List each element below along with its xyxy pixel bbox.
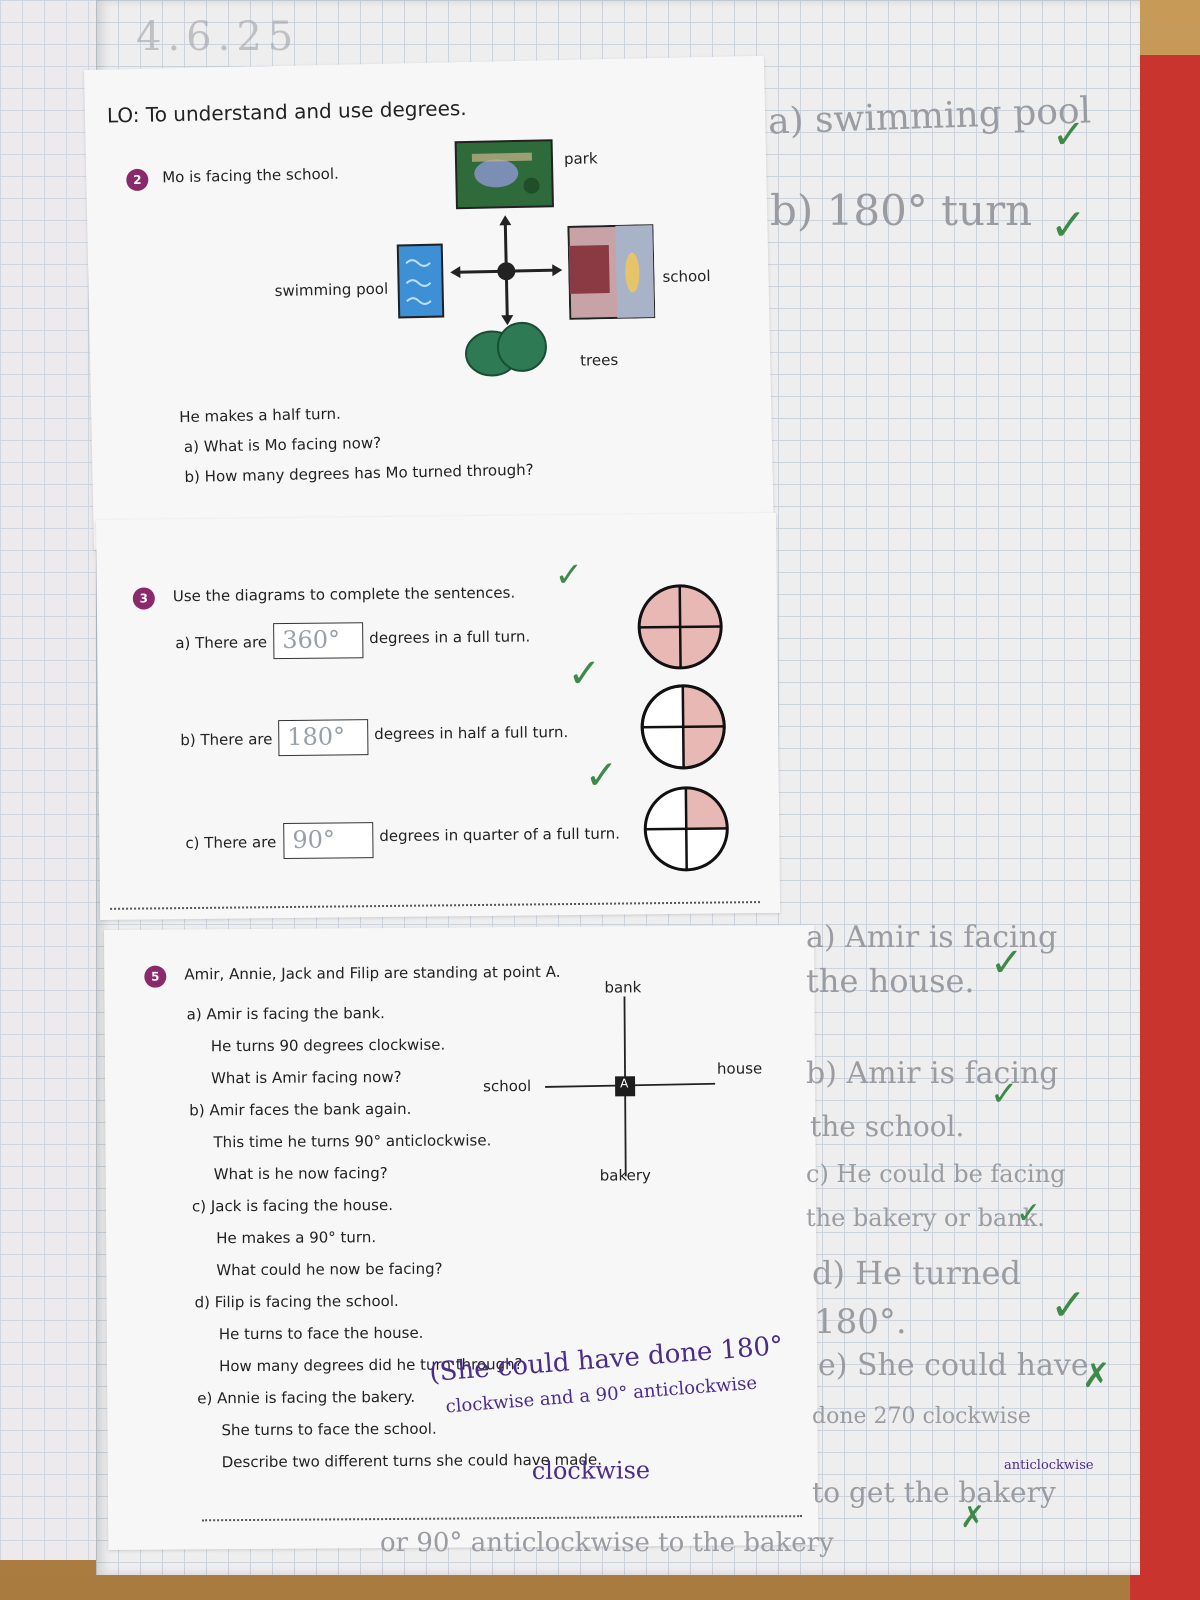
label-park: park [563,149,598,168]
circle-quarter-turn [643,786,729,872]
q5-line: He turns 90 degrees clockwise. [210,1035,446,1056]
q5-line: c) Jack is facing the house. [191,1195,394,1216]
park-icon [454,139,554,210]
circle-full-turn [637,584,723,670]
answer-q5d-line2: 180°. [814,1302,907,1342]
tick-q3-b: ✓ [584,752,619,799]
tick-q5a: ✓ [990,940,1024,986]
q2-part-b: b) How many degrees has Mo turned throug… [184,460,534,486]
q5-compass-diagram [545,996,716,1177]
q5-line: He turns to face the house. [218,1323,424,1344]
q5-line: What is Amir facing now? [210,1067,402,1088]
answer-q5b-line1: b) Amir is facing [806,1056,1059,1091]
answer-q5b-line2: the school. [810,1110,965,1143]
answer-q5a-line2: the house. [806,962,975,1000]
cross-q5e: ✗ [1082,1356,1111,1396]
tick-q3-intro: ✓ [554,554,584,596]
cut-line [110,901,761,910]
circle-half-turn [640,684,726,770]
q5-line: e) Annie is facing the bakery. [197,1387,416,1408]
label-bank: bank [604,978,642,997]
mo-person-icon [497,262,516,281]
swimming-pool-icon [396,243,445,319]
q3-b-answer: 180° [287,722,346,752]
label-house: house [716,1059,763,1078]
q3-intro: Use the diagrams to complete the sentenc… [172,583,516,606]
learning-objective: LO: To understand and use degrees. [106,95,467,128]
q3-c-pre: c) There are [185,833,277,853]
q2-turn: He makes a half turn. [179,404,341,427]
q5-line: a) Amir is facing the bank. [186,1004,385,1024]
label-school: school [662,266,711,286]
worksheet-q5: 5 Amir, Annie, Jack and Filip are standi… [104,925,819,1550]
answer-q2b: b) 180° turn [770,186,1033,235]
q5-line: b) Amir faces the bank again. [189,1099,412,1120]
cut-line [202,1515,803,1522]
answer-q5a-line1: a) Amir is facing [806,920,1058,955]
left-page [0,0,100,1560]
tick-q2b: ✓ [1050,200,1087,251]
q5-line: What is he now facing? [213,1164,388,1184]
tick-q2a: ✓ [1052,112,1086,158]
tick-q5d: ✓ [1050,1280,1087,1331]
q3-a-post: degrees in a full turn. [369,627,531,648]
q5-line: What could he now be facing? [216,1259,443,1280]
q5-line: He makes a 90° turn. [216,1228,377,1248]
label-school-q5: school [483,1077,532,1096]
answer-q5c-line2: the bakery or bank. [806,1204,1045,1232]
question-number-2: 2 [126,168,149,192]
q5-line: She turns to face the school. [221,1419,437,1440]
date: 4.6.25 [136,14,300,60]
q5-intro: Amir, Annie, Jack and Filip are standing… [184,962,561,984]
worksheet-q2: LO: To understand and use degrees. 2 Mo … [84,55,774,550]
q3-a-answer: 360° [282,625,341,655]
answer-q5c-line1: c) He could be facing [806,1160,1066,1188]
tick-q5c: ✓ [1016,1196,1042,1231]
q3-c-answer-box[interactable]: 90° [283,822,374,860]
q5-line: d) Filip is facing the school. [194,1291,399,1312]
q5-line: This time he turns 90° anticlockwise. [213,1131,492,1152]
q2-part-a: a) What is Mo facing now? [183,433,382,456]
q2-compass-diagram [396,139,590,377]
cross-q5e-2: ✗ [960,1500,986,1535]
q3-b-pre: b) There are [180,730,273,750]
point-a-label: A [620,1076,629,1091]
school-building-icon [567,224,656,320]
tick-q5b: ✓ [990,1074,1019,1114]
answer-q5e-line3: to get the bakery [812,1476,1056,1509]
teacher-note-3: clockwise [531,1456,651,1486]
book-cover [1130,55,1200,1600]
q3-b-answer-box[interactable]: 180° [278,719,369,757]
answer-q5d-line1: d) He turned [812,1254,1021,1292]
trees-icon [465,321,547,377]
label-trees: trees [580,350,619,370]
label-bakery: bakery [599,1166,651,1185]
q3-c-answer: 90° [292,825,336,854]
tick-q3-a: ✓ [567,650,602,698]
answer-q5e-correction: anticlockwise [1004,1458,1094,1473]
question-number-5: 5 [144,965,167,988]
label-swimming-pool: swimming pool [274,279,389,301]
q3-a-answer-box[interactable]: 360° [273,622,364,660]
answer-q5e-line4: or 90° anticlockwise to the bakery [380,1528,834,1558]
answer-q5e-line1: e) She could have [818,1348,1089,1383]
answer-q5e-line2: done 270 clockwise [812,1404,1031,1429]
q3-c-post: degrees in quarter of a full turn. [379,824,621,846]
q3-a-pre: a) There are [175,633,268,653]
worksheet-q3: 3 Use the diagrams to complete the sente… [96,512,781,920]
q3-b-post: degrees in half a full turn. [374,723,569,744]
question-number-3: 3 [132,587,155,610]
